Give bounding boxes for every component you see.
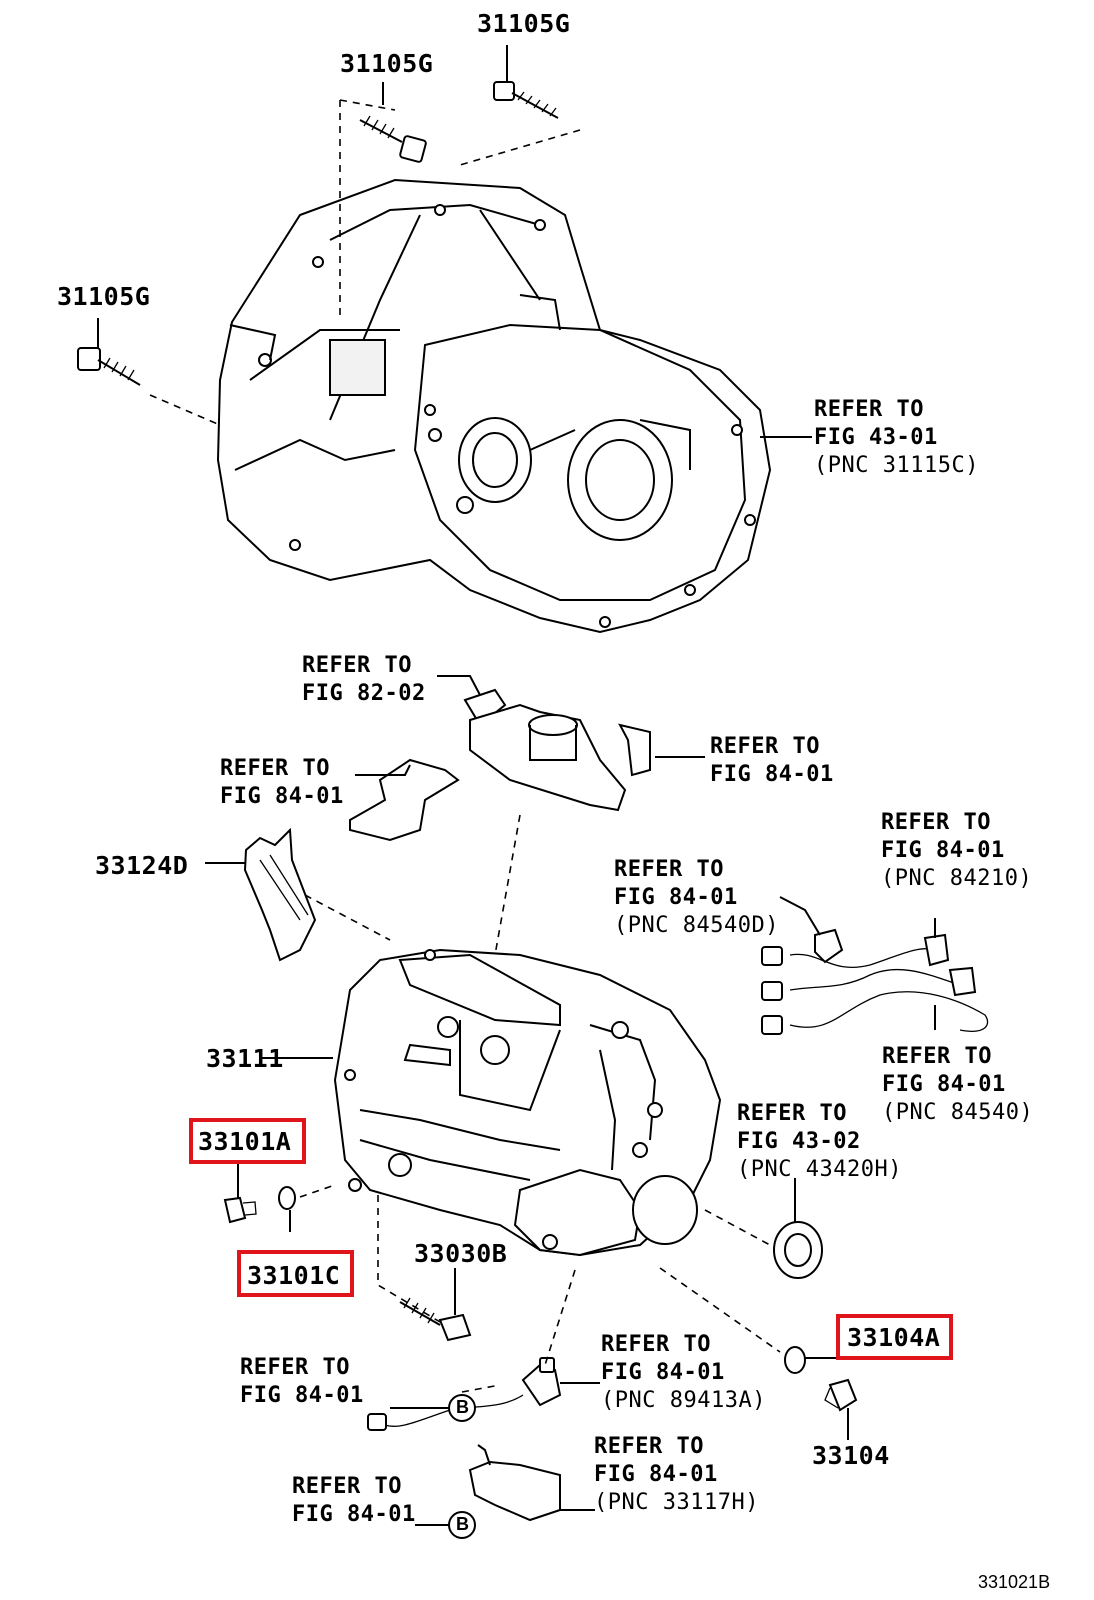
part-label-33124d: 33124D	[95, 851, 189, 880]
plug-33104	[824, 1378, 858, 1412]
shift-lever-33124d	[243, 827, 317, 962]
refer-pnc: (PNC 89413A)	[601, 1388, 766, 1413]
clutch-housing	[216, 178, 772, 634]
callout-b-letter-1: B	[456, 1397, 469, 1417]
refer-line-1: REFER TO	[881, 810, 991, 835]
part-label-31105g-left: 31105G	[57, 282, 151, 311]
refer-fig-43-01: REFER TO FIG 43-01 (PNC 31115C)	[814, 396, 979, 480]
part-label-33101c: 33101C	[247, 1261, 341, 1290]
refer-pnc-84540d: REFER TO FIG 84-01 (PNC 84540D)	[614, 856, 779, 940]
refer-pnc: (PNC 84210)	[881, 866, 1033, 891]
refer-line-1: REFER TO	[710, 734, 820, 759]
bolt-33030b	[399, 1297, 472, 1342]
refer-line-2: FIG 82-02	[302, 681, 426, 706]
highlight-33101c	[237, 1250, 354, 1297]
refer-line-1: REFER TO	[614, 857, 724, 882]
part-label-31105g-top: 31105G	[477, 9, 571, 38]
washer-33104a	[784, 1346, 806, 1374]
refer-line-1: REFER TO	[594, 1434, 704, 1459]
refer-line-2: FIG 84-01	[292, 1502, 416, 1527]
refer-line-1: REFER TO	[601, 1332, 711, 1357]
refer-line-2: FIG 43-02	[737, 1129, 861, 1154]
refer-line-1: REFER TO	[292, 1474, 402, 1499]
refer-line-2: FIG 84-01	[601, 1360, 725, 1385]
part-label-33104a: 33104A	[847, 1323, 941, 1352]
bracket-84-01-left	[349, 758, 460, 842]
bolt-31105g-left	[77, 347, 141, 386]
refer-line-2: FIG 84-01	[594, 1462, 718, 1487]
refer-line-2: FIG 84-01	[614, 885, 738, 910]
refer-fig-84-01-bracket-right: REFER TO FIG 84-01	[710, 733, 834, 789]
plug-33101a	[223, 1196, 257, 1224]
refer-pnc: (PNC 43420H)	[737, 1157, 902, 1182]
refer-fig-84-01-b2: REFER TO FIG 84-01	[292, 1473, 416, 1529]
bracket-82-02	[463, 688, 627, 812]
bolt-31105g-top	[493, 81, 559, 119]
refer-fig-84-01-bracket-left: REFER TO FIG 84-01	[220, 755, 344, 811]
washer-33101c	[278, 1186, 296, 1210]
refer-pnc-84210: REFER TO FIG 84-01 (PNC 84210)	[881, 809, 1032, 893]
part-label-33030b: 33030B	[414, 1239, 508, 1268]
refer-line-2: FIG 84-01	[881, 838, 1005, 863]
refer-line-1: REFER TO	[240, 1355, 350, 1380]
refer-line-2: FIG 43-01	[814, 425, 938, 450]
figure-code: 331021B	[978, 1572, 1051, 1592]
part-label-33104: 33104	[812, 1441, 890, 1470]
part-label-33101a: 33101A	[198, 1127, 292, 1156]
wire-harness	[761, 928, 989, 1035]
refer-line-1: REFER TO	[814, 397, 924, 422]
refer-pnc-33117h: REFER TO FIG 84-01 (PNC 33117H)	[594, 1433, 759, 1517]
highlight-33104a	[836, 1314, 953, 1360]
refer-line-1: REFER TO	[220, 756, 330, 781]
refer-fig-84-01-b1: REFER TO FIG 84-01	[240, 1354, 364, 1410]
refer-pnc-43420h: REFER TO FIG 43-02 (PNC 43420H)	[737, 1100, 902, 1184]
refer-line-1: REFER TO	[302, 653, 412, 678]
refer-pnc: (PNC 84540)	[882, 1100, 1034, 1125]
speed-sensor	[521, 1357, 562, 1407]
refer-line-2: FIG 84-01	[882, 1072, 1006, 1097]
part-label-33111: 33111	[206, 1044, 284, 1073]
refer-line-2: FIG 84-01	[220, 784, 344, 809]
bolt-31105g-mid	[359, 115, 427, 163]
refer-pnc: (PNC 33117H)	[594, 1490, 759, 1515]
oil-seal	[773, 1221, 823, 1279]
transmission-case	[333, 948, 722, 1257]
refer-fig-82-02: REFER TO FIG 82-02	[302, 652, 426, 708]
callout-b-letter-2: B	[456, 1514, 469, 1534]
part-label-31105g-mid: 31105G	[340, 49, 434, 78]
refer-pnc-89413a: REFER TO FIG 84-01 (PNC 89413A)	[601, 1331, 766, 1415]
refer-line-1: REFER TO	[882, 1044, 992, 1069]
refer-line-1: REFER TO	[737, 1101, 847, 1126]
refer-pnc: (PNC 84540D)	[614, 913, 779, 938]
bracket-84-01-right	[618, 723, 651, 777]
refer-line-2: FIG 84-01	[240, 1383, 364, 1408]
highlight-33101a	[189, 1118, 306, 1164]
refer-line-2: FIG 84-01	[710, 762, 834, 787]
backup-switch	[468, 1444, 561, 1522]
refer-pnc: (PNC 31115C)	[814, 453, 979, 478]
refer-pnc-84540: REFER TO FIG 84-01 (PNC 84540)	[882, 1043, 1033, 1127]
